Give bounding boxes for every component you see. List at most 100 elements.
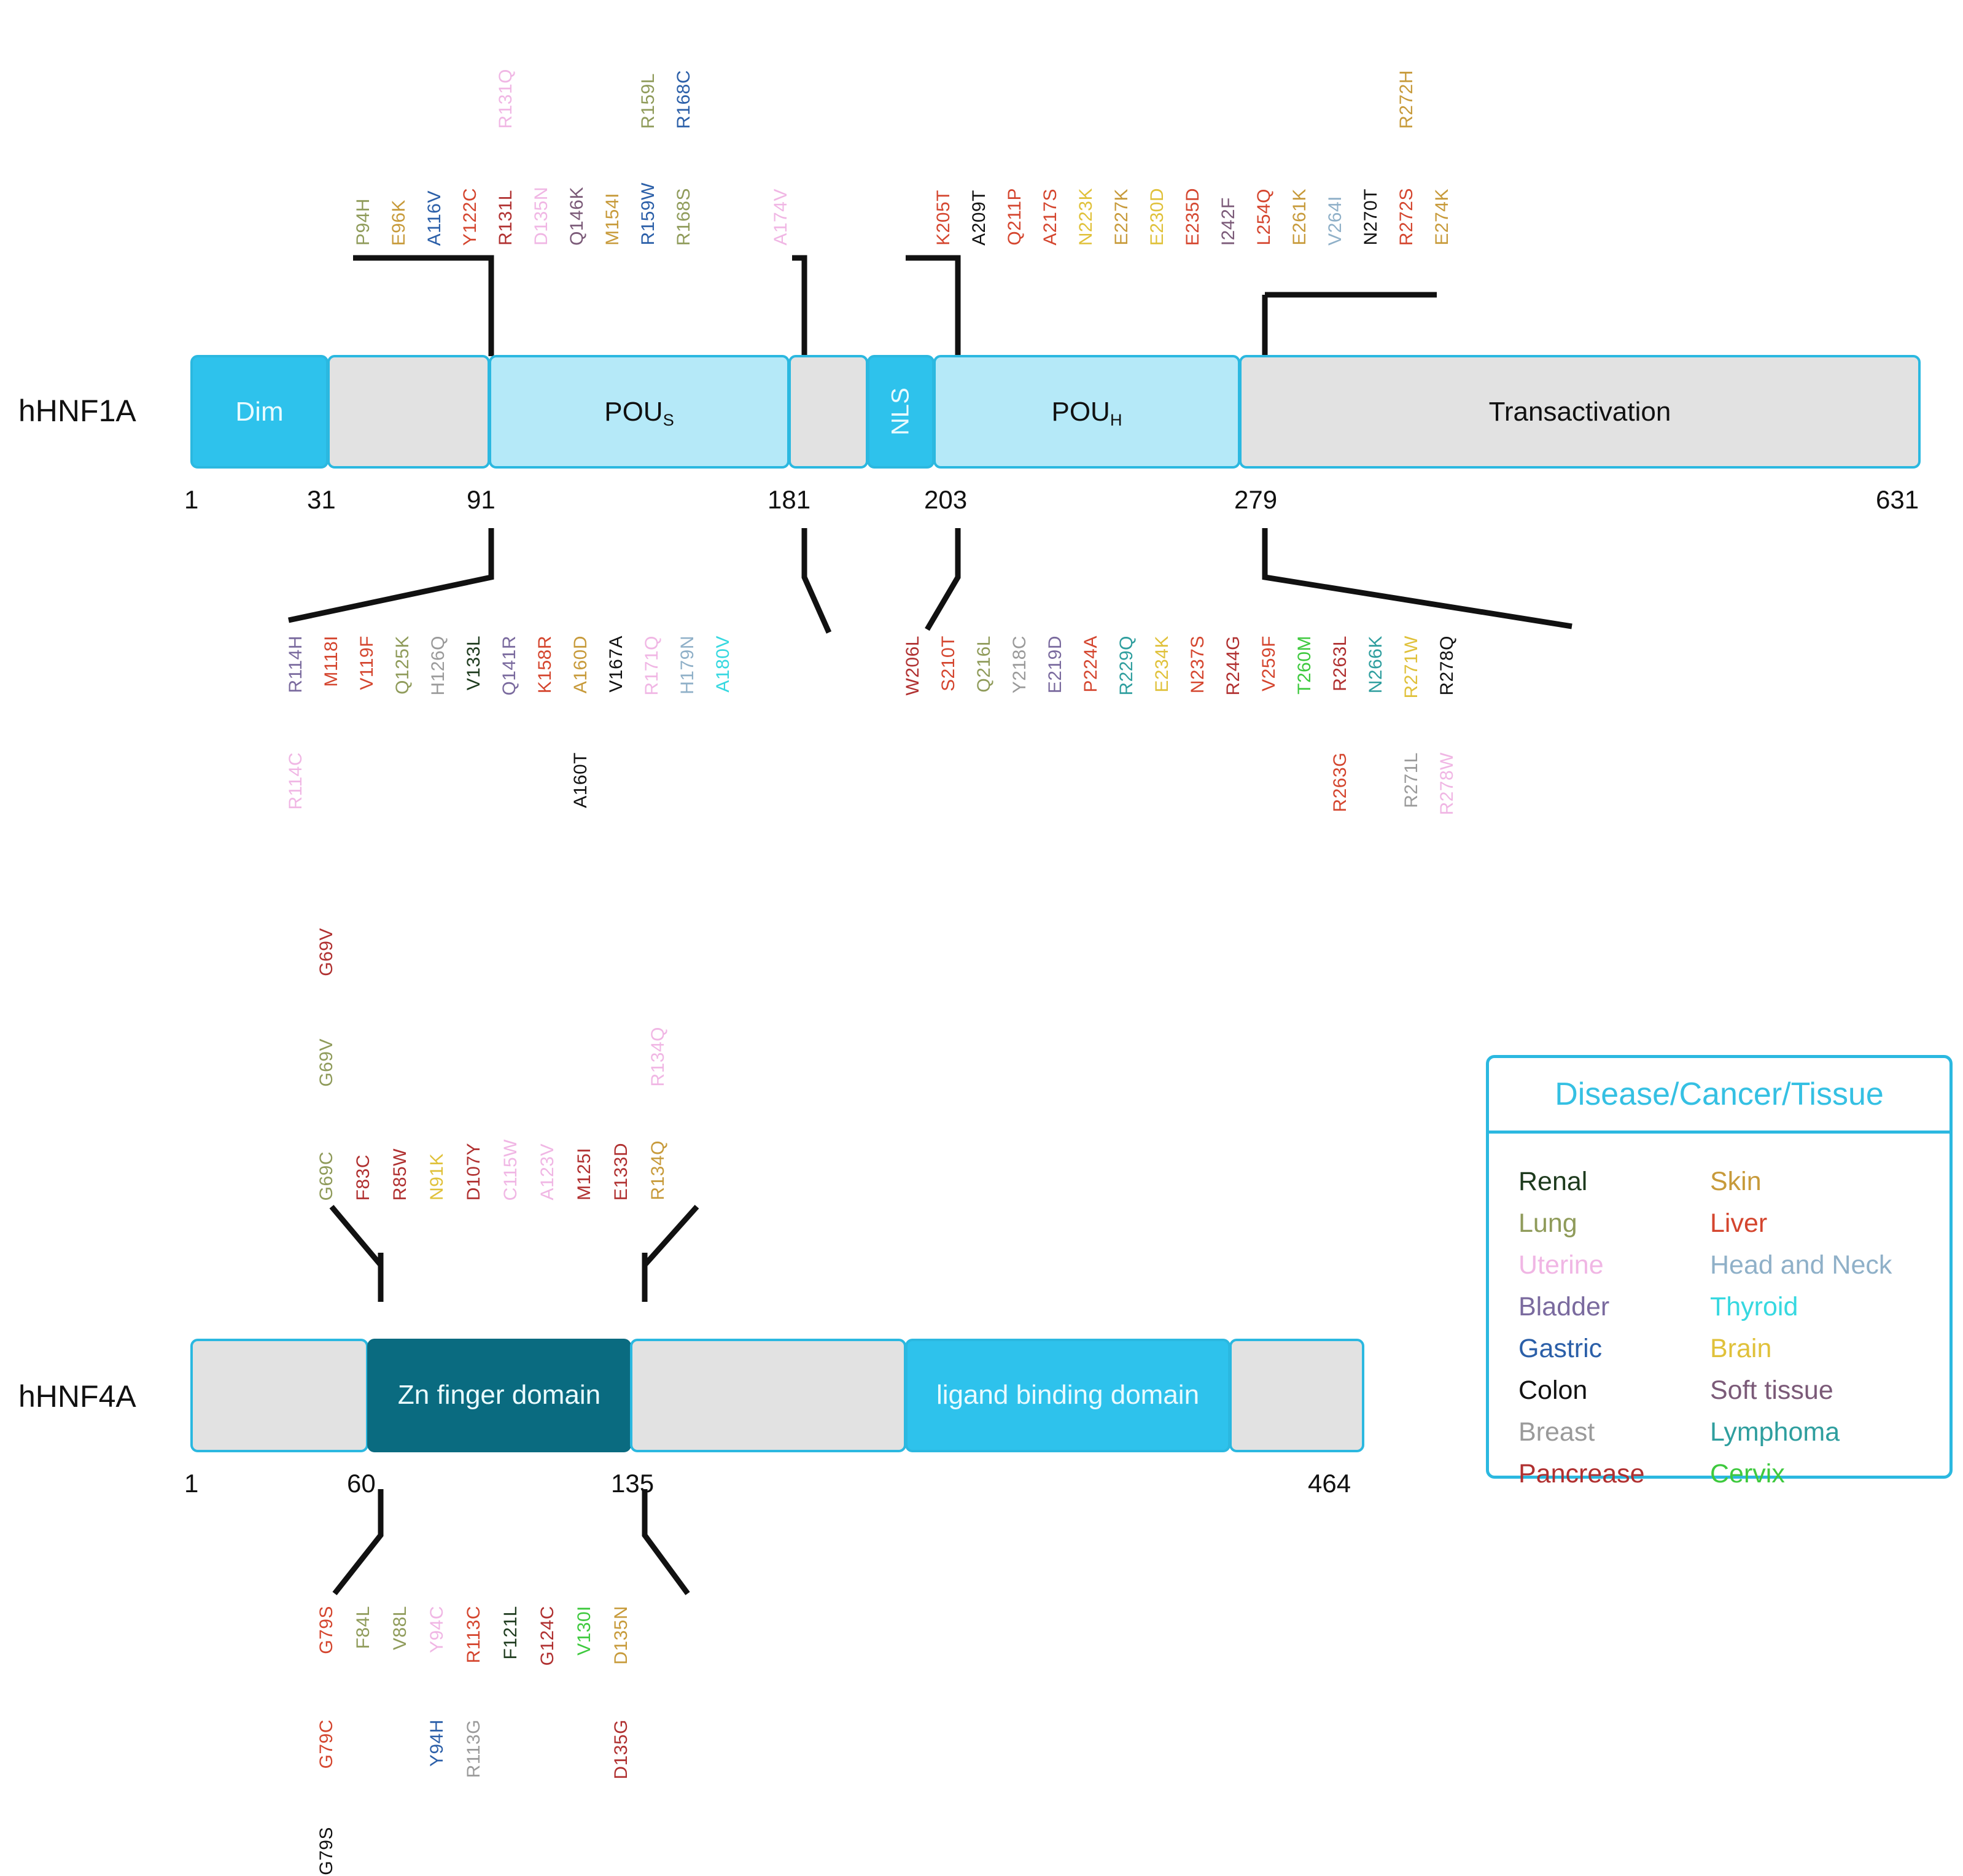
mutation-label[interactable]: R263L — [1330, 636, 1350, 691]
mutation-label[interactable]: Y94H — [427, 1719, 447, 1767]
mutation-label[interactable]: M154I — [602, 193, 623, 246]
mutation-label[interactable]: G79S — [316, 1606, 336, 1654]
mutation-label[interactable]: P224A — [1081, 636, 1101, 693]
hnf1a-segment-transactivation[interactable]: Transactivation — [1239, 355, 1921, 469]
hnf4a-segment-zn-finger[interactable]: Zn finger domain — [367, 1339, 631, 1452]
mutation-label[interactable]: V119F — [357, 636, 377, 690]
mutation-label[interactable]: A160T — [570, 752, 591, 808]
mutation-label[interactable]: V133L — [464, 636, 484, 691]
mutation-label[interactable]: R159L — [638, 73, 658, 129]
mutation-label[interactable]: R244G — [1223, 636, 1243, 696]
mutation-label[interactable]: G69C — [316, 1151, 336, 1201]
mutation-label[interactable]: E133D — [611, 1142, 631, 1201]
mutation-label[interactable]: G79S — [316, 1827, 336, 1875]
hnf1a-segment-pou-h[interactable]: POUH — [933, 355, 1240, 469]
mutation-label[interactable]: R134Q — [648, 1140, 668, 1201]
mutation-label[interactable]: R271W — [1401, 636, 1421, 699]
mutation-label[interactable]: G69V — [316, 1038, 336, 1087]
mutation-label[interactable]: N91K — [427, 1153, 447, 1201]
mutation-label[interactable]: A217S — [1040, 189, 1060, 246]
mutation-label[interactable]: D107Y — [464, 1142, 484, 1201]
hnf1a-segment-nls[interactable]: NLS — [867, 355, 935, 469]
mutation-label[interactable]: F121L — [500, 1606, 521, 1660]
mutation-label[interactable]: E234K — [1152, 636, 1172, 693]
hnf4a-segment-ligand-binding[interactable]: ligand binding domain — [905, 1339, 1230, 1452]
mutation-label[interactable]: A180V — [713, 636, 733, 693]
mutation-label[interactable]: M118I — [321, 636, 341, 687]
mutation-label[interactable]: R131L — [496, 190, 516, 246]
mutation-label[interactable]: G79C — [316, 1719, 336, 1769]
mutation-label[interactable]: R85W — [390, 1148, 410, 1201]
mutation-label[interactable]: S210T — [938, 636, 958, 691]
mutation-label[interactable]: Q125K — [392, 636, 413, 695]
mutation-label[interactable]: N237S — [1188, 636, 1208, 694]
mutation-label[interactable]: H126Q — [428, 636, 448, 696]
mutation-label[interactable]: H179N — [677, 636, 698, 695]
mutation-label[interactable]: R159W — [638, 182, 658, 246]
mutation-label[interactable]: Q146K — [567, 187, 587, 246]
mutation-label[interactable]: E274K — [1432, 189, 1452, 246]
mutation-label[interactable]: Y94C — [427, 1606, 447, 1654]
mutation-label[interactable]: A116V — [424, 190, 445, 246]
mutation-label[interactable]: F83C — [353, 1154, 373, 1201]
mutation-label[interactable]: D135N — [531, 187, 551, 246]
mutation-label[interactable]: R114C — [286, 752, 306, 810]
mutation-label[interactable]: G124C — [537, 1606, 558, 1666]
mutation-label[interactable]: R271L — [1401, 752, 1421, 808]
mutation-label[interactable]: R114H — [286, 636, 306, 693]
mutation-label[interactable]: R272S — [1396, 187, 1417, 246]
mutation-label[interactable]: V130I — [574, 1606, 594, 1656]
mutation-label[interactable]: R278Q — [1437, 636, 1457, 696]
hnf1a-segment-dim[interactable]: Dim — [190, 355, 328, 469]
mutation-label[interactable]: Q141R — [499, 636, 519, 696]
mutation-label[interactable]: R134Q — [648, 1027, 668, 1087]
mutation-label[interactable]: C115W — [500, 1138, 521, 1201]
mutation-label[interactable]: E96K — [389, 199, 409, 246]
mutation-label[interactable]: N266K — [1366, 636, 1386, 694]
mutation-label[interactable]: Y218C — [1009, 636, 1030, 694]
mutation-label[interactable]: R272H — [1396, 70, 1417, 129]
mutation-label[interactable]: A209T — [969, 190, 989, 246]
hnf4a-segment-nterm[interactable] — [190, 1339, 368, 1452]
hnf1a-segment-linker-2[interactable] — [788, 355, 868, 469]
mutation-label[interactable]: V259F — [1259, 636, 1279, 691]
mutation-label[interactable]: A123V — [537, 1143, 558, 1201]
mutation-label[interactable]: K158R — [535, 636, 555, 694]
mutation-label[interactable]: R113C — [464, 1606, 484, 1664]
mutation-label[interactable]: R113G — [464, 1719, 484, 1778]
mutation-label[interactable]: M125I — [574, 1148, 594, 1201]
mutation-label[interactable]: Y122C — [460, 187, 480, 246]
hnf4a-segment-cterm[interactable] — [1229, 1339, 1364, 1452]
mutation-label[interactable]: N270T — [1361, 189, 1381, 246]
mutation-label[interactable]: D135G — [611, 1719, 631, 1780]
mutation-label[interactable]: L254Q — [1254, 189, 1274, 246]
mutation-label[interactable]: R229Q — [1116, 636, 1137, 696]
mutation-label[interactable]: R263G — [1330, 752, 1350, 812]
mutation-label[interactable]: E261K — [1289, 189, 1310, 246]
mutation-label[interactable]: Q211P — [1005, 188, 1025, 246]
mutation-label[interactable]: R171Q — [642, 636, 662, 696]
mutation-label[interactable]: G69V — [316, 928, 336, 976]
mutation-label[interactable]: D135N — [611, 1606, 631, 1665]
hnf4a-segment-linker[interactable] — [630, 1339, 906, 1452]
mutation-label[interactable]: R131Q — [496, 69, 516, 129]
mutation-label[interactable]: E219D — [1045, 636, 1065, 694]
mutation-label[interactable]: R168S — [674, 187, 694, 246]
mutation-label[interactable]: E227K — [1111, 189, 1132, 246]
mutation-label[interactable]: R278W — [1437, 752, 1457, 815]
mutation-label[interactable]: R168C — [674, 70, 694, 129]
mutation-label[interactable]: I242F — [1218, 197, 1238, 246]
mutation-label[interactable]: E230D — [1147, 187, 1167, 246]
mutation-label[interactable]: F84L — [353, 1606, 373, 1649]
mutation-label[interactable]: V88L — [390, 1606, 410, 1651]
mutation-label[interactable]: V264I — [1325, 196, 1345, 246]
mutation-label[interactable]: V167A — [606, 636, 626, 693]
hnf1a-segment-pou-s[interactable]: POUS — [489, 355, 790, 469]
mutation-label[interactable]: A174V — [771, 189, 791, 246]
mutation-label[interactable]: P94H — [353, 198, 373, 246]
mutation-label[interactable]: A160D — [570, 636, 591, 694]
hnf1a-segment-linker-1[interactable] — [327, 355, 490, 469]
mutation-label[interactable]: W206L — [903, 636, 923, 696]
mutation-label[interactable]: E235D — [1183, 187, 1203, 246]
mutation-label[interactable]: N223K — [1076, 187, 1096, 246]
